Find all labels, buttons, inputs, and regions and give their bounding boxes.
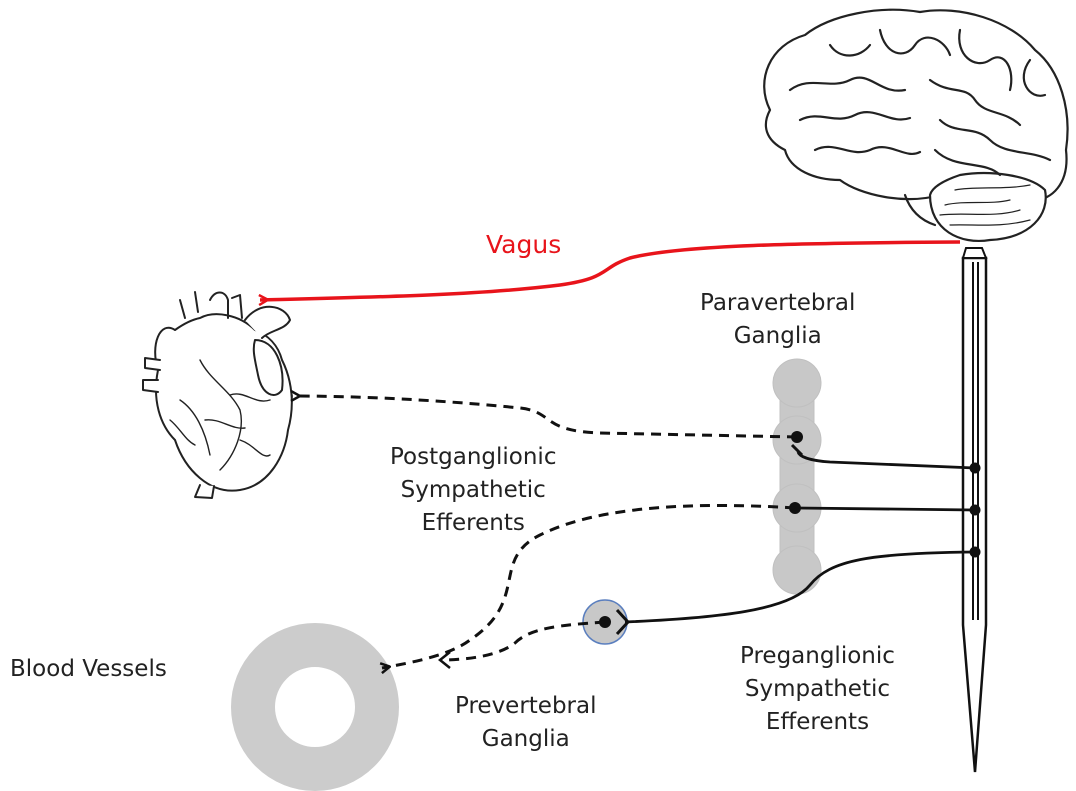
blood-vessel-icon: [253, 645, 377, 769]
prevertebral-ganglia-label: Prevertebral Ganglia: [455, 690, 597, 756]
ganglion-4: [773, 546, 821, 594]
preganglionic-label-line3: Efferents: [740, 706, 895, 739]
preganglionic-label-line2: Sympathetic: [740, 673, 895, 706]
paravertebral-label-line1: Paravertebral: [700, 287, 855, 320]
paravertebral-ganglia: [773, 359, 821, 594]
vagus-label: Vagus: [486, 228, 561, 261]
brain-icon: [764, 10, 1067, 241]
postganglionic-label-line1: Postganglionic: [390, 441, 556, 474]
postganglionic-label-line2: Sympathetic: [390, 474, 556, 507]
paravertebral-ganglia-label: Paravertebral Ganglia: [700, 287, 855, 353]
postganglionic-label: Postganglionic Sympathetic Efferents: [390, 441, 556, 540]
blood-vessels-label: Blood Vessels: [10, 653, 167, 686]
prevertebral-label-line2: Ganglia: [455, 723, 597, 756]
preganglionic-label-line1: Preganglionic: [740, 640, 895, 673]
paravertebral-label-line2: Ganglia: [700, 320, 855, 353]
preganglionic-label: Preganglionic Sympathetic Efferents: [740, 640, 895, 739]
postganglionic-label-line3: Efferents: [390, 507, 556, 540]
ganglion-1: [773, 359, 821, 407]
prevertebral-label-line1: Prevertebral: [455, 690, 597, 723]
heart-icon: [143, 292, 292, 498]
